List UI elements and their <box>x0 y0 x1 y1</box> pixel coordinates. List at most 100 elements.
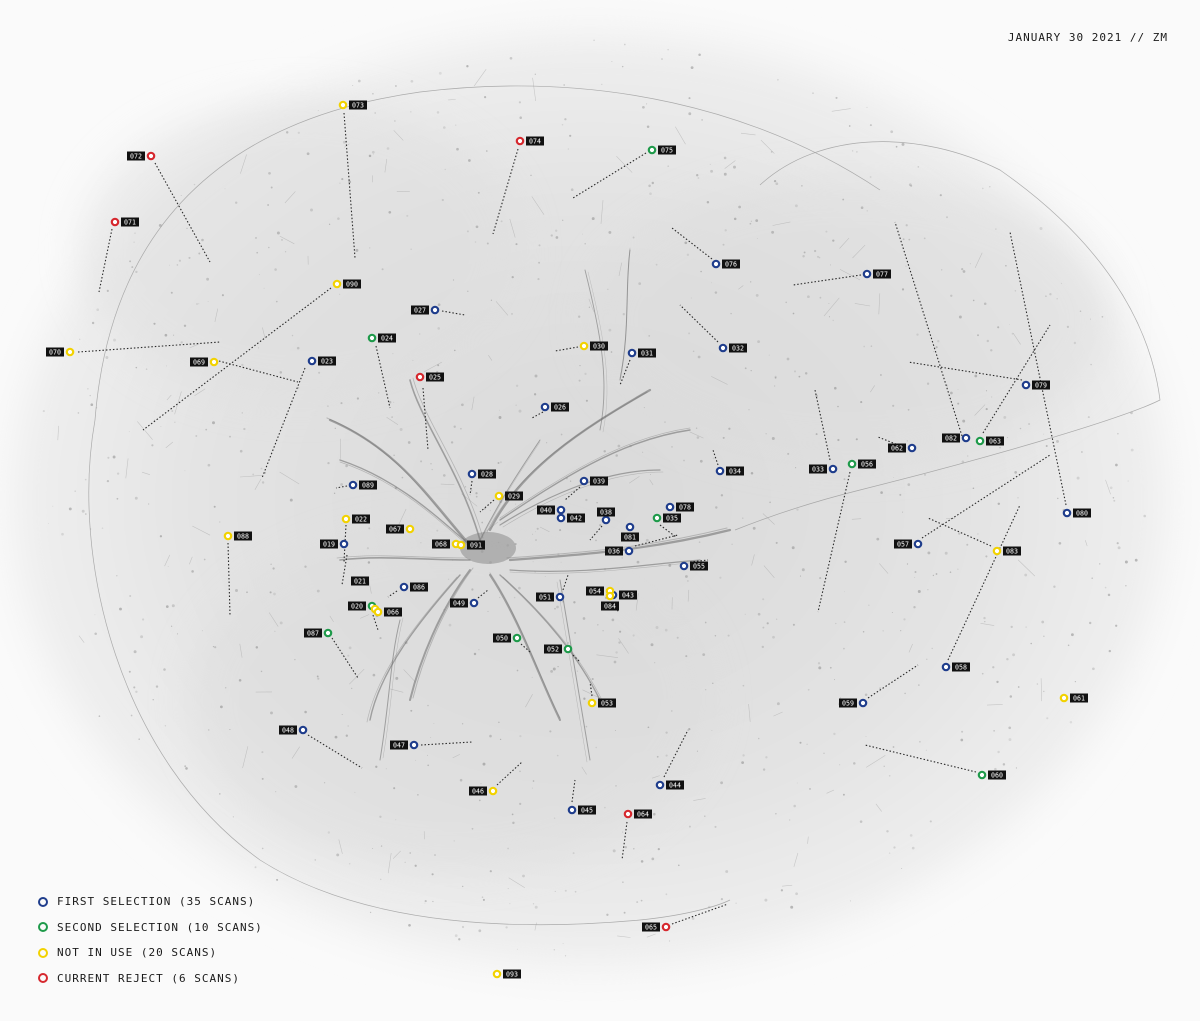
scan-label: 071 <box>124 219 136 227</box>
scan-marker-073[interactable]: 073 <box>338 100 367 110</box>
leader-line-029 <box>479 499 495 513</box>
scan-marker-034[interactable]: 034 <box>715 466 744 476</box>
leader-line-056 <box>817 471 851 613</box>
scan-label: 080 <box>1076 510 1088 518</box>
scan-marker-045[interactable]: 045 <box>567 805 596 815</box>
scan-marker-090[interactable]: 090 <box>332 279 361 289</box>
scan-marker-087[interactable]: 087 <box>304 628 333 638</box>
scan-marker-044[interactable]: 044 <box>655 780 684 790</box>
scan-marker-066[interactable]: 066 <box>373 607 402 617</box>
scan-marker-056[interactable]: 056 <box>847 459 876 469</box>
scan-label-bg <box>348 601 366 611</box>
scan-ring-icon <box>373 607 383 617</box>
scan-marker-081[interactable]: 081 <box>621 522 639 542</box>
scan-ring-icon <box>579 476 589 486</box>
scan-ring-icon <box>405 524 415 534</box>
scan-marker-070[interactable]: 070 <box>46 347 75 357</box>
scan-marker-082[interactable]: 082 <box>942 433 971 443</box>
scan-label: 054 <box>589 588 601 596</box>
scan-label: 039 <box>593 478 605 486</box>
scan-label-bg <box>320 539 338 549</box>
scan-marker-079[interactable]: 079 <box>1021 380 1050 390</box>
scan-marker-062[interactable]: 062 <box>888 443 917 453</box>
scan-marker-072[interactable]: 072 <box>127 151 156 161</box>
scan-marker-039[interactable]: 039 <box>579 476 608 486</box>
scan-marker-086[interactable]: 086 <box>399 582 428 592</box>
scan-marker-036[interactable]: 036 <box>605 546 634 556</box>
scan-marker-047[interactable]: 047 <box>390 740 419 750</box>
scan-marker-050[interactable]: 050 <box>493 633 522 643</box>
scan-marker-029[interactable]: 029 <box>494 491 523 501</box>
scan-ring-icon <box>605 591 615 601</box>
scan-marker-061[interactable]: 061 <box>1059 693 1088 703</box>
scan-marker-042[interactable]: 042 <box>556 513 585 523</box>
scan-marker-060[interactable]: 060 <box>977 770 1006 780</box>
scan-label: 061 <box>1073 695 1085 703</box>
scan-marker-032[interactable]: 032 <box>718 343 747 353</box>
scan-marker-049[interactable]: 049 <box>450 598 479 608</box>
scan-label-bg <box>536 592 554 602</box>
scan-marker-019[interactable]: 019 <box>320 539 349 549</box>
scan-marker-038[interactable]: 038 <box>597 507 615 525</box>
neuron-branch <box>509 559 701 572</box>
scan-marker-053[interactable]: 053 <box>587 698 616 708</box>
scan-ring-icon <box>323 628 333 638</box>
scan-marker-068[interactable]: 068 <box>432 539 461 549</box>
scan-label-bg <box>1070 693 1088 703</box>
scan-marker-035[interactable]: 035 <box>652 513 681 523</box>
scan-marker-055[interactable]: 055 <box>679 561 708 571</box>
scan-marker-083[interactable]: 083 <box>992 546 1021 556</box>
scan-marker-024[interactable]: 024 <box>367 333 396 343</box>
scan-marker-025[interactable]: 025 <box>415 372 444 382</box>
scan-marker-048[interactable]: 048 <box>279 725 308 735</box>
scan-label: 091 <box>470 542 482 550</box>
scan-marker-065[interactable]: 065 <box>642 922 671 932</box>
scan-marker-027[interactable]: 027 <box>411 305 440 315</box>
date-stamp: JANUARY 30 2021 // ZM <box>1007 31 1168 44</box>
scan-marker-052[interactable]: 052 <box>544 644 573 654</box>
scan-marker-076[interactable]: 076 <box>711 259 740 269</box>
scan-marker-071[interactable]: 071 <box>110 217 139 227</box>
scan-marker-057[interactable]: 057 <box>894 539 923 549</box>
scan-marker-093[interactable]: 093 <box>492 969 521 979</box>
scan-marker-088[interactable]: 088 <box>223 531 252 541</box>
scan-ring-icon <box>367 333 377 343</box>
scan-marker-078[interactable]: 078 <box>665 502 694 512</box>
scan-marker-063[interactable]: 063 <box>975 436 1004 446</box>
scan-label: 074 <box>529 138 541 146</box>
scan-label-bg <box>234 531 252 541</box>
scan-label-bg <box>722 259 740 269</box>
scan-label-bg <box>634 809 652 819</box>
scan-marker-028[interactable]: 028 <box>467 469 496 479</box>
scan-marker-089[interactable]: 089 <box>348 480 377 490</box>
scan-marker-046[interactable]: 046 <box>469 786 498 796</box>
scan-marker-059[interactable]: 059 <box>839 698 868 708</box>
scan-marker-031[interactable]: 031 <box>627 348 656 358</box>
neuron-branch <box>489 574 561 721</box>
scan-marker-058[interactable]: 058 <box>941 662 970 672</box>
scan-marker-074[interactable]: 074 <box>515 136 544 146</box>
scan-marker-077[interactable]: 077 <box>862 269 891 279</box>
scan-marker-075[interactable]: 075 <box>647 145 676 155</box>
scan-label-bg <box>343 279 361 289</box>
scan-ring-icon <box>494 491 504 501</box>
scan-marker-023[interactable]: 023 <box>307 356 336 366</box>
scan-marker-051[interactable]: 051 <box>536 592 565 602</box>
scan-label-bg <box>839 698 857 708</box>
scan-marker-067[interactable]: 067 <box>386 524 415 534</box>
scan-marker-069[interactable]: 069 <box>190 357 219 367</box>
scan-marker-080[interactable]: 080 <box>1062 508 1091 518</box>
scan-marker-030[interactable]: 030 <box>579 341 608 351</box>
legend-ring-icon <box>38 973 48 984</box>
scan-marker-022[interactable]: 022 <box>341 514 370 524</box>
scan-marker-091[interactable]: 091 <box>456 540 485 550</box>
scan-label: 049 <box>453 600 465 608</box>
scan-marker-026[interactable]: 026 <box>540 402 569 412</box>
scan-label: 066 <box>387 609 399 617</box>
scan-marker-033[interactable]: 033 <box>809 464 838 474</box>
leader-line-048 <box>307 734 363 769</box>
scan-label-bg <box>384 607 402 617</box>
scan-marker-084[interactable]: 084 <box>601 591 619 611</box>
scan-marker-064[interactable]: 064 <box>623 809 652 819</box>
scan-marker-040[interactable]: 040 <box>537 505 566 515</box>
